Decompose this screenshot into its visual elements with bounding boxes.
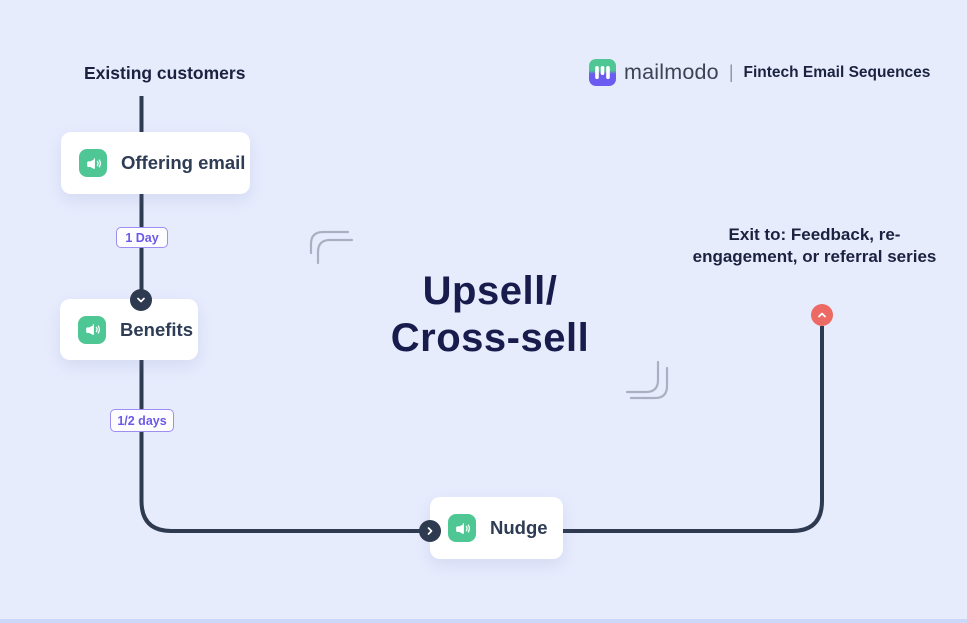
flow-start-label: Existing customers	[84, 63, 246, 83]
mailmodo-logo-icon	[589, 59, 616, 86]
node-card-nudge: Nudge	[430, 497, 563, 559]
chevron-right-icon	[427, 527, 433, 535]
exit-note-line1: Exit to: Feedback, re-	[728, 225, 901, 244]
brand-wordmark: mailmodo	[624, 60, 719, 84]
node-label: Benefits	[120, 318, 193, 340]
chevron-down-icon	[137, 297, 145, 303]
brand-header: mailmodo | Fintech Email Sequences	[589, 59, 930, 86]
exit-note: Exit to: Feedback, re- engagement, or re…	[674, 224, 955, 268]
series-title: Fintech Email Sequences	[743, 63, 931, 81]
deco-corner-bottom-right-icon	[625, 360, 669, 400]
deco-corner-top-left-icon	[309, 230, 354, 265]
page-title: Upsell/ Cross-sell	[330, 268, 650, 362]
node-label: Nudge	[490, 517, 548, 538]
megaphone-icon	[448, 514, 476, 542]
exit-chevron-up-circle	[811, 304, 833, 326]
delay-badge-1-day: 1 Day	[116, 227, 168, 248]
brand-divider: |	[728, 62, 734, 82]
megaphone-icon	[78, 315, 106, 344]
chevron-up-icon	[818, 312, 826, 318]
megaphone-icon	[79, 149, 107, 177]
delay-badge-half-2-days: 1/2 days	[110, 409, 174, 432]
chevron-right-circle	[419, 520, 441, 542]
node-label: Offering email	[121, 152, 246, 173]
chevron-down-circle	[130, 289, 152, 311]
page-title-line1: Upsell/	[422, 269, 558, 313]
page-title-line2: Cross-sell	[390, 316, 590, 360]
exit-note-line2: engagement, or referral series	[692, 247, 937, 266]
node-card-offering-email: Offering email	[61, 132, 250, 194]
bottom-border-strip	[0, 619, 967, 623]
node-card-benefits: Benefits	[60, 299, 198, 360]
